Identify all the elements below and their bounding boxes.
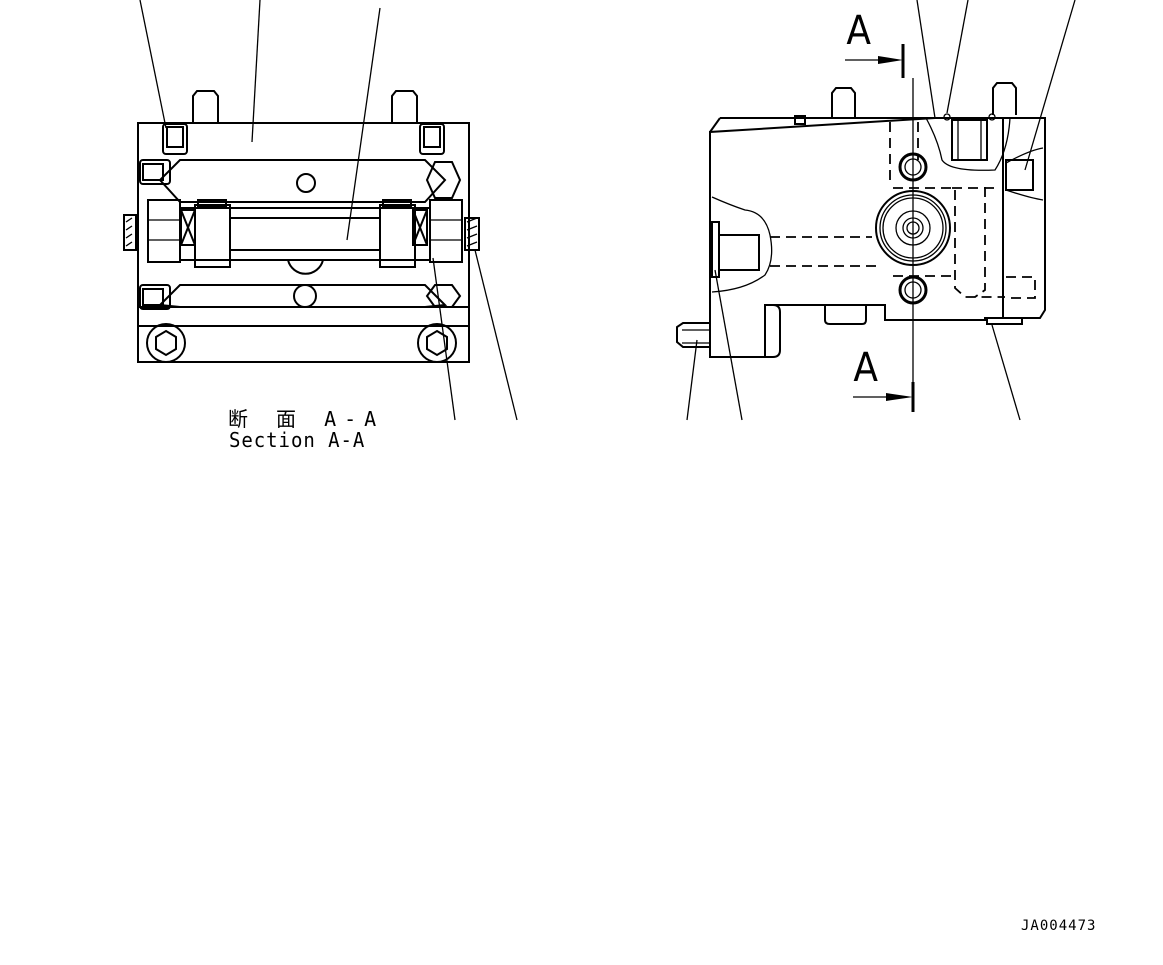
- section-view-a-a: [123, 0, 518, 421]
- side-view: [676, 0, 1076, 421]
- drawing-code: JA004473: [1021, 918, 1097, 934]
- section-caption-jp: 断 面 A-A: [228, 407, 385, 431]
- section-caption-en: Section A-A: [229, 428, 366, 452]
- section-marker-top: A: [846, 8, 872, 54]
- section-marker-bottom: A: [853, 345, 879, 391]
